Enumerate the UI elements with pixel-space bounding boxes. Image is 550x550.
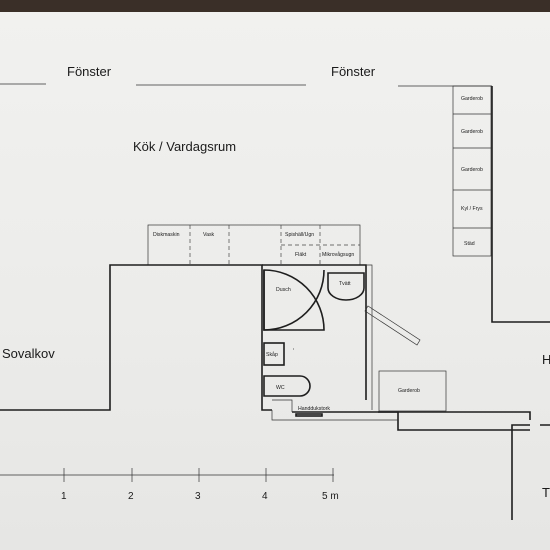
scale-bar: 1 2 3 4 5 m: [0, 468, 339, 502]
scale-tick-2: 2: [128, 491, 134, 502]
toilet-shape: [263, 375, 311, 397]
shower-door-arc: [263, 269, 325, 331]
label-bedroom: Sovalkov: [2, 346, 55, 361]
cabinet-shape: [263, 342, 285, 366]
scale-tick-5: 5 m: [322, 491, 339, 502]
towel-dryer-label: Handdukstork: [298, 406, 330, 412]
label-edge-h: H: [542, 352, 550, 367]
towel-dryer-shape: [295, 413, 323, 417]
shower-label: Dusch: [276, 287, 291, 293]
wall-bedroom: [0, 264, 272, 411]
microwave-label: Mikrovågsugn: [322, 251, 354, 258]
scale-tick-1: 1: [61, 491, 67, 502]
paper-sheet: [0, 12, 550, 550]
wall-bathroom-double: [366, 264, 373, 410]
label-edge-t: T: [542, 485, 550, 500]
toilet-label: WC: [276, 385, 285, 391]
bathroom-door: [364, 305, 421, 346]
dishwasher-label: Diskmaskin: [153, 232, 180, 238]
sink-label: Vask: [203, 232, 215, 238]
hall-wardrobe: [378, 370, 447, 412]
wardrobe-item-1: Garderob: [461, 96, 483, 102]
cabinet-label: Skåp: [266, 351, 278, 358]
kitchen-counter: Diskmaskin Vask Spishäll/Ugn Fläkt Mikro…: [147, 224, 361, 266]
scale-tick-3: 3: [195, 491, 201, 502]
washer-shape: [327, 272, 365, 301]
wall-hall: [378, 411, 531, 420]
hall-wardrobe-label: Garderob: [398, 388, 420, 394]
stove-label: Spishäll/Ugn: [285, 232, 314, 238]
wall-bathroom-inner: [271, 399, 398, 421]
fridge-freezer: Kyl / Frys: [461, 206, 483, 212]
wardrobe-column: Garderob Garderob Garderob Kyl / Frys St…: [452, 85, 492, 257]
fan-label: Fläkt: [295, 252, 307, 258]
wall-right-lower: [511, 424, 550, 520]
shower-outline: [263, 269, 325, 331]
wall-right-upper: [491, 86, 550, 323]
label-window-left: Fönster: [67, 64, 112, 79]
wardrobe-item-2: Garderob: [461, 129, 483, 135]
wardrobe-item-3: Garderob: [461, 167, 483, 173]
scale-tick-4: 4: [262, 491, 268, 502]
washer-label: Tvätt: [339, 281, 351, 287]
cleaning-closet: Städ: [464, 241, 475, 247]
label-kitchen-living: Kök / Vardagsrum: [133, 139, 236, 154]
wall-bathroom-bottom: [292, 411, 530, 431]
label-window-right: Fönster: [331, 64, 376, 79]
